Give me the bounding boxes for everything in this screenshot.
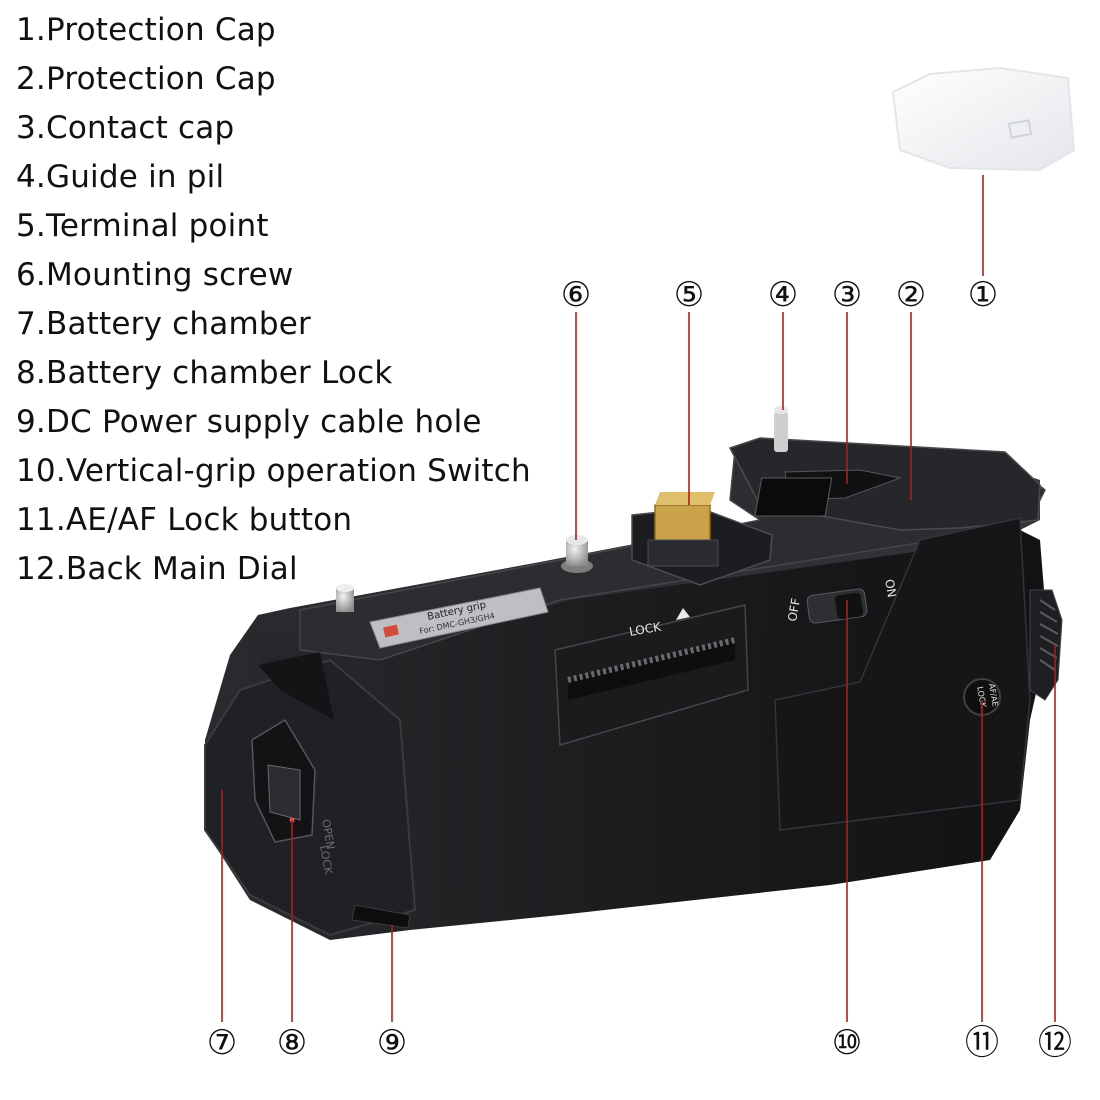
legend-item-11: 11.AE/AF Lock button: [16, 502, 353, 538]
battery-chamber-latch: OPEN LOCK: [251, 718, 337, 876]
callout-4: ④: [768, 275, 798, 315]
callout-5: ⑤: [674, 275, 704, 315]
legend-item-2: 2.Protection Cap: [16, 61, 276, 97]
button-text-2: LOCK: [975, 686, 988, 709]
legend-item-10: 10.Vertical-grip operation Switch: [16, 453, 531, 489]
latch-lock-label: LOCK: [317, 844, 335, 876]
latch-open-label: OPEN: [319, 818, 337, 850]
left-post: [336, 584, 354, 612]
terminal-point: [631, 492, 773, 586]
legend-item-6: 6.Mounting screw: [16, 257, 294, 293]
vertical-grip-switch: OFF ON: [785, 578, 899, 624]
mounting-screw: [561, 535, 593, 573]
callout-2: ②: [896, 275, 926, 315]
callout-8: ⑧: [277, 1023, 307, 1063]
legend-item-3: 3.Contact cap: [16, 110, 235, 146]
button-text-1: AF/AE: [987, 683, 1000, 708]
callout-10: ⑩: [832, 1023, 862, 1063]
legend-list: 1.Protection Cap 2.Protection Cap 3.Cont…: [16, 6, 531, 594]
callout-11: ⑪: [965, 1023, 999, 1063]
guide-pin: [774, 406, 788, 452]
back-main-dial: [1029, 589, 1063, 701]
callout-12: ⑫: [1038, 1023, 1072, 1063]
legend-item-1: 1.Protection Cap: [16, 12, 276, 48]
dc-cable-hole: [351, 904, 411, 929]
front-dial: LOCK: [554, 604, 749, 746]
legend-item-12: 12.Back Main Dial: [16, 551, 298, 587]
callout-7: ⑦: [207, 1023, 237, 1063]
switch-on-label: ON: [882, 578, 899, 599]
rubber-grip-panel: [774, 517, 1031, 831]
legend-item-9: 9.DC Power supply cable hole: [16, 404, 482, 440]
legend-item-4: 4.Guide in pil: [16, 159, 225, 195]
battery-grip-illustration: Battery grip For: DMC-GH3/GH4 LOCK OFF O…: [204, 406, 1063, 940]
legend-item-7: 7.Battery chamber: [16, 306, 311, 342]
protection-cap: [891, 66, 1076, 172]
callout-6: ⑥: [561, 275, 591, 315]
callout-1: ①: [968, 275, 998, 315]
legend-item-5: 5.Terminal point: [16, 208, 269, 244]
leader-lines: [221, 175, 1056, 1022]
callout-3: ③: [832, 275, 862, 315]
switch-off-label: OFF: [785, 597, 803, 622]
callout-9: ⑨: [377, 1023, 407, 1063]
legend-item-8: 8.Battery chamber Lock: [16, 355, 393, 391]
lock-text: LOCK: [628, 619, 663, 639]
ae-af-lock-button: AF/AE LOCK: [963, 678, 1001, 716]
